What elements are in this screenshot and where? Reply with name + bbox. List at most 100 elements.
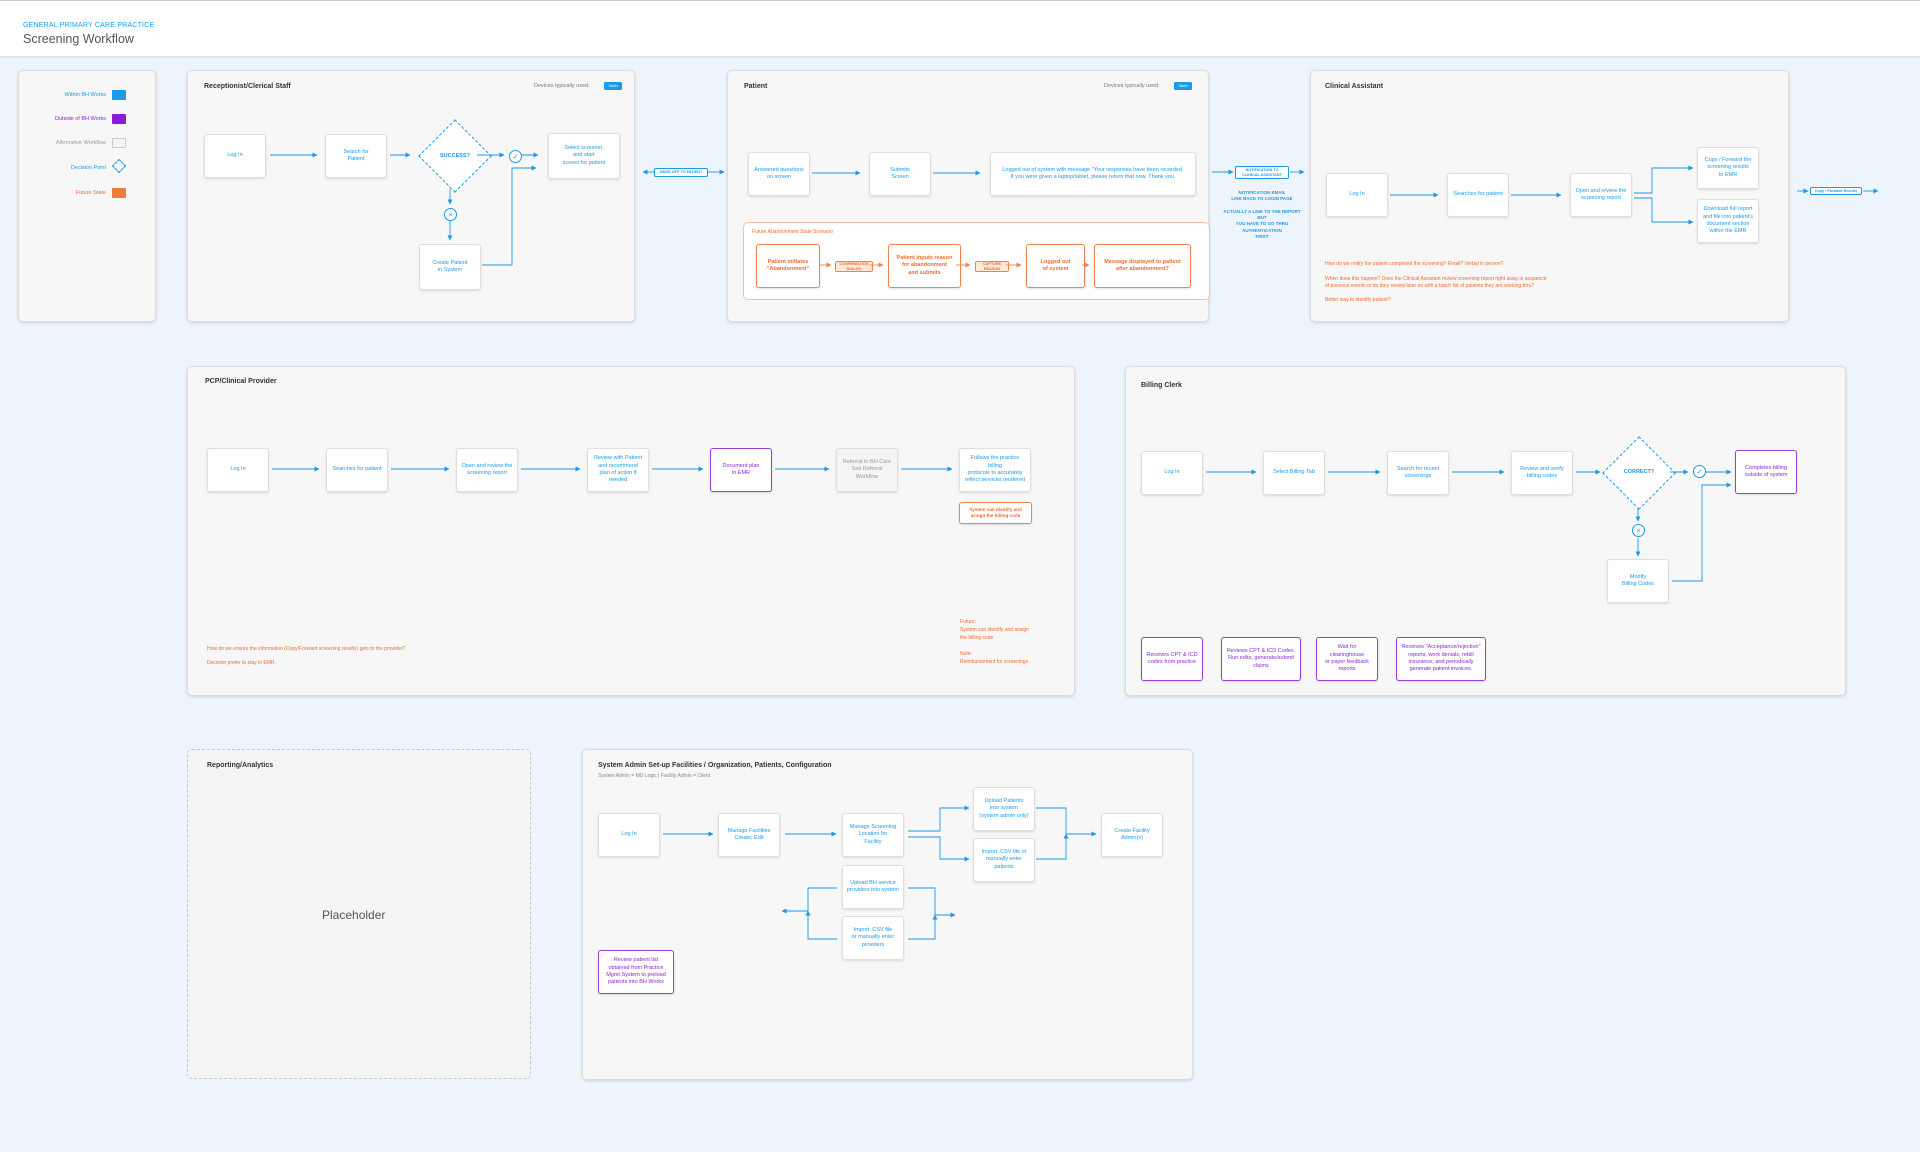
x-icon: × — [1632, 524, 1645, 537]
step-log-in[interactable]: Log In — [207, 448, 269, 492]
step-log-in[interactable]: Log In — [598, 813, 660, 857]
future-abandonment-title: Future Abandonment State Scenario — [752, 229, 833, 235]
reporting-placeholder: Placeholder — [322, 908, 386, 922]
step-search-patient[interactable]: Search for Patient — [325, 134, 387, 178]
clinical-note-4: Better way to identify patient? — [1325, 297, 1391, 303]
x-icon: × — [444, 208, 457, 221]
clinical-note-3: of previous events or do they review lat… — [1325, 283, 1534, 289]
billing-out-review-codes[interactable]: Reviews CPT & ICD Codes. Run edits, gene… — [1221, 637, 1301, 681]
legend-panel: Within BH Works Outside of BH Works Alte… — [18, 70, 156, 322]
reporting-title: Reporting/Analytics — [207, 762, 274, 769]
step-open-report[interactable]: Open and review the screening report — [456, 448, 518, 492]
pcp-note-right-3: the billing code — [960, 635, 994, 641]
future-abandonment-group: Future Abandonment State Scenario Patien… — [743, 222, 1210, 300]
step-logged-out[interactable]: Logged out of system with message "Your … — [990, 152, 1196, 196]
legend-label-future: Future State — [75, 190, 106, 196]
legend-label-outside: Outside of BH Works — [54, 116, 106, 122]
step-log-in[interactable]: Log In — [1326, 173, 1388, 217]
legend-label-bh: Within BH Works — [64, 92, 106, 98]
check-icon: ✓ — [1693, 465, 1706, 478]
capture-reason-pill: CAPTURE REASON — [975, 261, 1009, 272]
patient-panel: Patient Devices typically used: Tablet A… — [727, 70, 1210, 322]
legend-swatch-decision — [111, 158, 127, 174]
step-billing-protocols[interactable]: Follows the practice billing protocols t… — [959, 448, 1031, 492]
step-create-admin[interactable]: Create Facility Admin(s) — [1101, 813, 1163, 857]
legend-swatch-future — [112, 188, 126, 198]
pcp-note-left-1: How do we ensure the information (Copy/F… — [207, 646, 406, 652]
step-search-screenings[interactable]: Search for recent screenings — [1387, 451, 1449, 495]
legend-label-decision: Decision Point — [70, 165, 106, 171]
decision-correct-label: CORRECT? — [1623, 469, 1655, 475]
step-review-patient[interactable]: Review with Patient and recommend plan o… — [587, 448, 649, 492]
devices-label: Devices typically used: — [534, 83, 590, 89]
device-tag-tablet[interactable]: Tablet — [1174, 82, 1192, 90]
step-import-providers[interactable]: Import .CSV file or manually enter provi… — [842, 916, 904, 960]
pcp-note-right-6: Reimbursement for screenings — [960, 659, 1029, 665]
step-copy-forward[interactable]: Copy / Forward the screening results to … — [1697, 147, 1759, 189]
legend-swatch-outside — [112, 114, 126, 124]
patient-title: Patient — [744, 83, 768, 90]
pcp-title: PCP/Clinical Provider — [205, 378, 277, 385]
pcp-note-right-2: System can identify and assign — [960, 627, 1029, 633]
copy-forward-pill: Copy / Forward Results — [1810, 187, 1862, 195]
page-title: Screening Workflow — [23, 32, 134, 46]
step-log-in[interactable]: Log In — [204, 134, 266, 178]
legend-label-alt: Alternative Workflow — [55, 140, 106, 146]
handoff-pill: HAND OFF TO PATIENT — [654, 168, 708, 177]
legend-swatch-alt — [112, 138, 126, 148]
clinical-note-1: How do we notify the patient completed t… — [1325, 261, 1504, 267]
step-manage-screening[interactable]: Manage Screening Location for Facility — [842, 813, 904, 857]
sysadmin-title: System Admin Set-up Facilities / Organiz… — [598, 762, 832, 769]
device-tag-tablet[interactable]: Tablet — [604, 82, 622, 90]
clinical-title: Clinical Assistant — [1325, 83, 1384, 90]
step-upload-patients[interactable]: Upload Patients into system (system admi… — [973, 787, 1035, 831]
step-import-patients[interactable]: Import .CSV file or manually enter patie… — [973, 838, 1035, 882]
clinical-note-2: When does this happen? Does the Clinical… — [1325, 276, 1547, 282]
step-referral[interactable]: Referral to BH Care See Referral Workflo… — [836, 448, 898, 492]
future-initiate-abandonment[interactable]: Patient initiates "Abandonment" — [756, 244, 820, 288]
step-review-codes[interactable]: Review and verify billing codes — [1511, 451, 1573, 495]
step-create-patient[interactable]: Create Patient in System — [419, 244, 481, 290]
decision-success-label: SUCCESS? — [440, 153, 470, 159]
future-logged-out[interactable]: Logged out of system — [1026, 244, 1085, 288]
step-log-in[interactable]: Log In — [1141, 451, 1203, 495]
step-upload-bh[interactable]: Upload BH service providers into system — [842, 865, 904, 909]
step-search-patient[interactable]: Searches for patient — [326, 448, 388, 492]
billing-panel: Billing Clerk Log In Select Billing Tab … — [1125, 366, 1846, 696]
receptionist-panel: Receptionist/Clerical Staff Devices typi… — [187, 70, 635, 322]
step-document-plan[interactable]: Document plan in EMR — [710, 448, 772, 492]
check-icon: ✓ — [509, 150, 522, 163]
step-submit-screen[interactable]: Submits Screen — [869, 152, 931, 196]
billing-out-receive-reports[interactable]: Receives "Acceptance/rejection" reports,… — [1396, 637, 1486, 681]
future-input-reason[interactable]: Patient inputs reason for abandonment an… — [888, 244, 961, 288]
confirmation-dialog-pill: CONFIRMATION DIALOG — [835, 261, 873, 272]
pcp-panel: PCP/Clinical Provider Log In Searches fo… — [187, 366, 1075, 696]
step-download-report[interactable]: Download full report and file into patie… — [1697, 199, 1759, 243]
step-open-report[interactable]: Open and review the screening report — [1570, 173, 1632, 217]
clinical-panel: Clinical Assistant Log In Searches for p… — [1310, 70, 1789, 322]
step-select-billing-tab[interactable]: Select Billing Tab — [1263, 451, 1325, 495]
notify-note: NOTIFICATION EMAIL LINK BACK TO LOGIN PA… — [1223, 190, 1301, 240]
receptionist-title: Receptionist/Clerical Staff — [204, 83, 291, 90]
sysadmin-subtitle: System Admin = MD Logic | Facility Admin… — [598, 773, 711, 779]
step-search-patient[interactable]: Searches for patient — [1447, 173, 1509, 217]
step-complete-billing[interactable]: Completes billing outside of system — [1735, 450, 1797, 494]
future-message-displayed[interactable]: Message displayed to patient after aband… — [1094, 244, 1191, 288]
step-manage-facilities[interactable]: Manage Facilities Create; Edit — [718, 813, 780, 857]
step-answer-questions[interactable]: Answered questions on screen — [748, 152, 810, 196]
notify-pill: NOTIFICATION TO CLINICAL ASSISTANT — [1235, 166, 1289, 179]
step-select-screener[interactable]: Select screener, and start screen for pa… — [548, 133, 620, 179]
pcp-note-left-2: Decision prefer to stay in EMR. — [207, 660, 276, 666]
pcp-note-right-1: Future: — [960, 619, 976, 625]
billing-out-wait-feedback[interactable]: Wait for clearinghouse or payer feedback… — [1316, 637, 1378, 681]
future-billing-code[interactable]: System can identify and assign the billi… — [959, 502, 1032, 524]
billing-out-receive-codes[interactable]: Receives CPT & ICD codes from practice — [1141, 637, 1203, 681]
devices-label: Devices typically used: — [1104, 83, 1160, 89]
billing-title: Billing Clerk — [1141, 382, 1182, 389]
step-review-patient-list[interactable]: Review patient list obtained from Practi… — [598, 950, 674, 994]
legend-swatch-bh — [112, 90, 126, 100]
step-modify-codes[interactable]: Modify Billing Codes — [1607, 559, 1669, 603]
page-header: GENERAL PRIMARY CARE PRACTICE Screening … — [0, 0, 1920, 56]
sysadmin-panel: System Admin Set-up Facilities / Organiz… — [582, 749, 1193, 1080]
